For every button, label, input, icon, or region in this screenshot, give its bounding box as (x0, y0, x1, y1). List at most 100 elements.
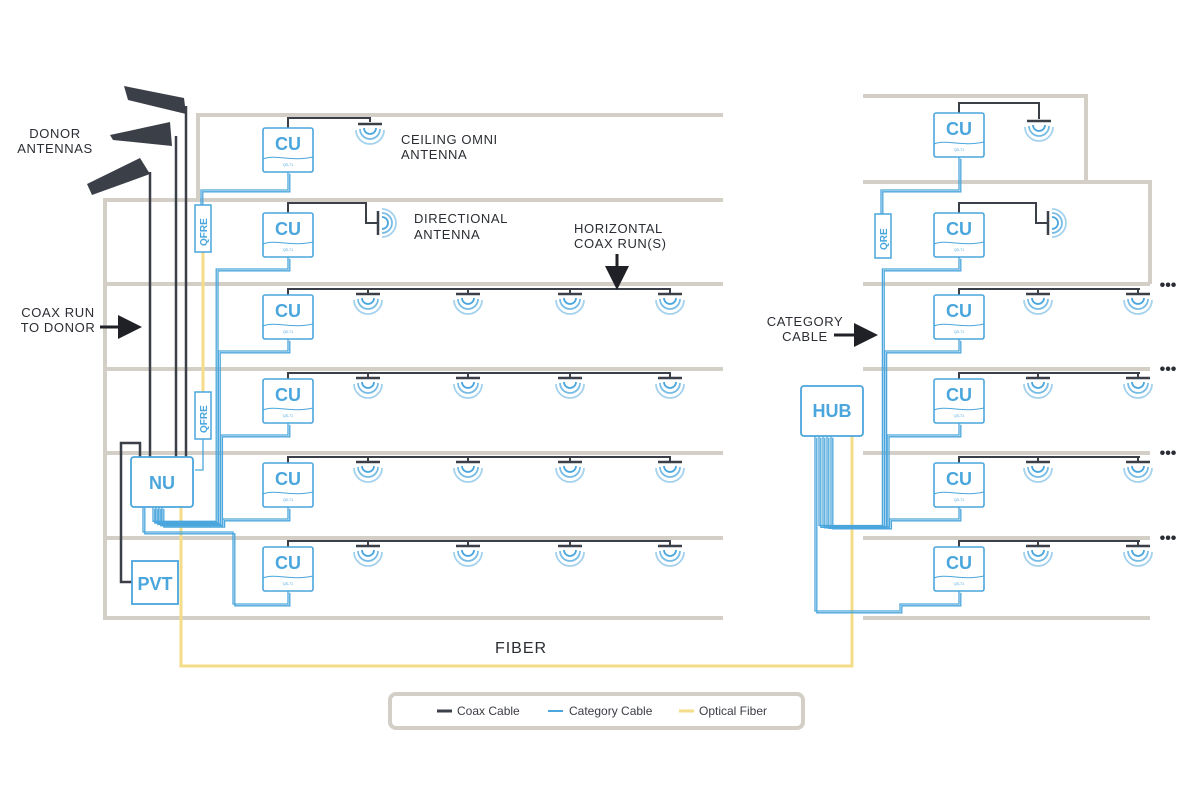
category-cable (880, 157, 960, 214)
svg-text:CU: CU (275, 553, 301, 573)
svg-text:QS-71: QS-71 (954, 498, 964, 502)
category-cable (200, 172, 289, 205)
pvt-unit: PVT (131, 560, 179, 605)
ceiling-omni-antenna-icon (353, 460, 383, 483)
svg-text:CU: CU (946, 385, 972, 405)
svg-text:CU: CU (275, 301, 301, 321)
svg-text:QFRE: QFRE (199, 405, 210, 433)
ceiling-omni-antenna-icon (1123, 292, 1153, 315)
directional-antenna-icon (1046, 208, 1067, 238)
ceiling-omni-antenna-icon (1023, 292, 1053, 315)
svg-text:QS-71: QS-71 (283, 163, 293, 167)
cu-remote-unit: CU QS-71 (933, 546, 985, 592)
category-cable (816, 437, 962, 614)
ceiling-omni-antenna-icon (655, 376, 685, 399)
qre-unit: QRE (874, 213, 892, 259)
ceiling-omni-antenna-icon (655, 544, 685, 567)
category-cable (144, 507, 291, 607)
svg-text:CU: CU (946, 219, 972, 239)
nu-network-unit: NU (130, 456, 194, 508)
donor-coax-runs (119, 106, 188, 584)
category-cable (163, 508, 291, 528)
category-cable (822, 339, 960, 527)
ceiling-omni-antenna-icon (1123, 544, 1153, 567)
ceiling-omni-antenna-icon (353, 292, 383, 315)
donor-antenna-icon (124, 86, 186, 114)
ceiling-omni-antenna-icon (655, 460, 685, 483)
ceiling-omni-antenna-icon (353, 376, 383, 399)
category-cable (202, 173, 291, 207)
coax-run (958, 102, 1040, 119)
directional-antenna-icon (376, 208, 397, 238)
ceiling-omni-antenna-icon (555, 544, 585, 567)
category-cable (161, 507, 289, 526)
directional-label-2: ANTENNA (414, 227, 480, 242)
coax-run-donor-label-2: TO DONOR (21, 320, 96, 335)
category-cable (142, 506, 289, 605)
category-cable (826, 423, 960, 528)
ceiling-omni-label-1: CEILING OMNI (401, 132, 498, 147)
svg-text:PVT: PVT (137, 574, 172, 594)
optical-fiber-run (179, 252, 854, 668)
qfre-unit-upper: QFRE (194, 204, 212, 253)
category-cable (152, 257, 289, 522)
directional-label-1: DIRECTIONAL (414, 211, 508, 226)
svg-text:CU: CU (275, 469, 301, 489)
coax-run (958, 202, 1048, 224)
ceiling-omni-antenna-icon (655, 292, 685, 315)
horizontal-coax-run (958, 288, 1140, 295)
hub-unit: HUB (800, 385, 864, 437)
svg-text:CU: CU (946, 553, 972, 573)
donor-antennas (87, 86, 186, 195)
svg-text:CU: CU (946, 469, 972, 489)
horizontal-coax-run (958, 456, 1140, 463)
svg-text:CU: CU (275, 134, 301, 154)
right-building-walls (863, 94, 1152, 620)
category-cable (814, 436, 960, 612)
svg-text:QS-71: QS-71 (954, 148, 964, 152)
horizontal-coax-run (958, 372, 1140, 379)
svg-text:QS-71: QS-71 (954, 582, 964, 586)
qfre-unit-lower: QFRE (194, 391, 212, 440)
left-building-walls (103, 113, 723, 620)
cu-remote-unit: CU QS-71 (933, 378, 985, 424)
svg-text:QS-71: QS-71 (954, 330, 964, 334)
svg-text:QS-71: QS-71 (954, 248, 964, 252)
legend-coax: Coax Cable (457, 704, 520, 718)
ceiling-omni-antenna-icon (355, 122, 385, 145)
legend-category: Category Cable (569, 704, 653, 718)
coax-run (287, 117, 371, 128)
svg-text:CU: CU (275, 385, 301, 405)
left-category-cable-bundle (142, 172, 291, 607)
ceiling-omni-antenna-icon (453, 292, 483, 315)
ceiling-omni-antenna-icon (453, 460, 483, 483)
category-cable (882, 158, 962, 216)
ceiling-omni-antenna-icon (1023, 460, 1053, 483)
cu-remote-unit: CU QS-71 (262, 294, 314, 340)
ceiling-omni-antenna-icon (1023, 544, 1053, 567)
more-indicator: ••• (1160, 361, 1177, 378)
ceiling-omni-antenna-icon (1024, 119, 1054, 142)
cu-remote-unit: CU QS-71 (262, 127, 314, 173)
donor-antenna-icon (110, 122, 172, 146)
svg-text:QS-71: QS-71 (283, 330, 293, 334)
category-cable (830, 436, 960, 528)
fiber-label: FIBER (495, 640, 547, 657)
svg-text:CU: CU (275, 219, 301, 239)
more-indicator: ••• (1160, 445, 1177, 462)
ceiling-omni-antenna-icon (1023, 376, 1053, 399)
ceiling-omni-antenna-icon (555, 376, 585, 399)
ceiling-omni-antenna-icon (1123, 460, 1153, 483)
donor-antenna-icon (87, 158, 150, 195)
category-cable (155, 339, 289, 524)
right-category-cable-bundle (814, 157, 962, 614)
more-indicator: ••• (1160, 277, 1177, 294)
svg-text:QS-71: QS-71 (954, 414, 964, 418)
more-indicator: ••• (1160, 530, 1177, 547)
